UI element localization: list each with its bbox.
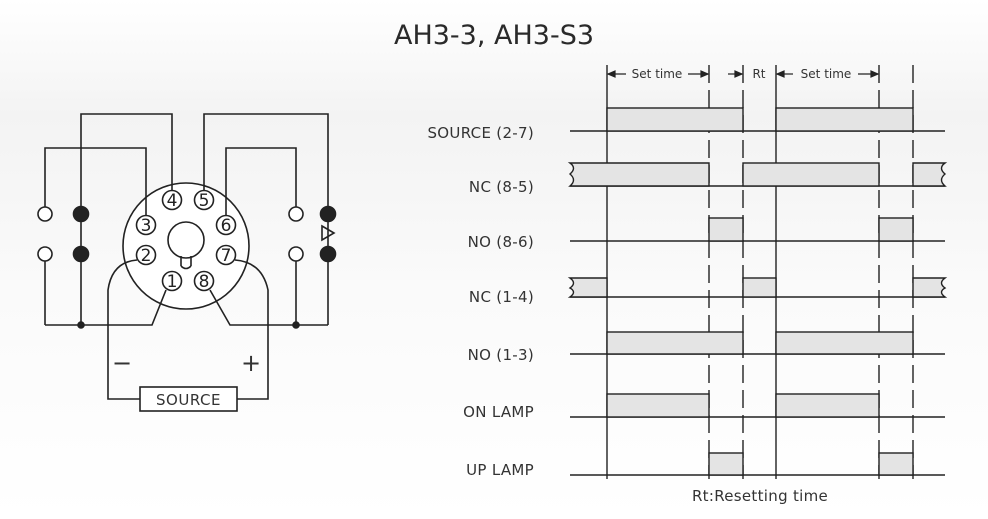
- wire-pin6: [225, 147, 297, 215]
- wire-pin3: [44, 147, 147, 215]
- junction-left: [77, 321, 85, 329]
- diagram-title: AH3-3, AH3-S3: [394, 20, 594, 51]
- pin-label-8: 8: [199, 272, 210, 292]
- terminal-left-inner-bottom: [72, 245, 90, 263]
- terminal-left-outer-bottom: [37, 246, 53, 262]
- socket-key-hole: [167, 221, 205, 259]
- pin-circle-7: [215, 244, 237, 266]
- pin-circle-3: [135, 214, 157, 236]
- pin-circle-5: [193, 189, 215, 211]
- source-label: SOURCE: [156, 391, 221, 409]
- arrowhead-set1-left: [606, 70, 616, 78]
- pin-circle-6: [215, 214, 237, 236]
- pin-circle-1: [161, 270, 183, 292]
- set-time-label-1: Set time: [632, 67, 683, 81]
- junction-right: [292, 321, 300, 329]
- row-label-nc-1-4: NC (1-4): [469, 288, 534, 306]
- footnote-resetting-time: Rt:Resetting time: [692, 487, 828, 505]
- socket-key-slot-bottom: [180, 265, 192, 270]
- row-label-up-lamp: UP LAMP: [466, 461, 534, 479]
- dimension-arrows: [606, 70, 880, 78]
- pin-label-2: 2: [141, 246, 152, 266]
- bar-source-2: [775, 107, 914, 132]
- pin-labels: 1 2 3 4 5 6 7 8: [141, 191, 232, 292]
- pin-circle-4: [161, 189, 183, 211]
- row-label-no-1-3: NO (1-3): [468, 346, 534, 364]
- bar-nc-1-4-3: [912, 277, 948, 298]
- arrowhead-set1-right: [700, 70, 710, 78]
- terminal-left-inner-top: [72, 205, 90, 223]
- terminal-right-outer-bottom: [288, 246, 304, 262]
- bar-nc-8-5-2: [742, 162, 880, 187]
- bar-on-lamp-1: [606, 393, 710, 418]
- bar-on-lamp-2: [775, 393, 880, 418]
- terminal-right-inner-top: [319, 205, 337, 223]
- row-label-nc-8-5: NC (8-5): [469, 178, 534, 196]
- bar-up-lamp-1: [708, 452, 744, 476]
- pin-label-7: 7: [221, 246, 232, 266]
- rt-label: Rt: [752, 67, 765, 81]
- bar-nc-1-4-1: [567, 277, 608, 298]
- terminal-right-inner-bottom: [319, 245, 337, 263]
- source-plus-sign: +: [241, 349, 261, 377]
- bar-source-1: [606, 107, 744, 132]
- pin-label-6: 6: [221, 216, 232, 236]
- row-label-on-lamp: ON LAMP: [463, 403, 534, 421]
- timing-bars: [567, 107, 948, 476]
- source-box: [139, 386, 238, 412]
- bar-no-1-3-1: [606, 331, 744, 355]
- set-time-label-2: Set time: [801, 67, 852, 81]
- source-minus-sign: −: [112, 349, 132, 377]
- terminal-right-outer-top: [288, 206, 304, 222]
- row-label-no-8-6: NO (8-6): [468, 233, 534, 251]
- bar-no-1-3-2: [775, 331, 914, 355]
- pin-circle-2: [135, 244, 157, 266]
- timing-row-labels: SOURCE (2-7) NC (8-5) NO (8-6) NC (1-4) …: [427, 124, 534, 479]
- arrowhead-set2-left: [775, 70, 785, 78]
- pin-label-4: 4: [167, 191, 178, 211]
- pin-label-1: 1: [167, 272, 178, 292]
- wire-pin4: [80, 113, 173, 208]
- pin-label-3: 3: [141, 216, 152, 236]
- row-label-source: SOURCE (2-7): [427, 124, 534, 142]
- bar-nc-8-5-1: [567, 162, 710, 187]
- bar-no-8-6-1: [708, 217, 744, 242]
- pin-circle-8: [193, 270, 215, 292]
- bar-nc-1-4-2: [742, 277, 777, 298]
- wire-pin8-common: [209, 289, 328, 326]
- wire-pin2-source: [107, 259, 140, 400]
- bar-no-8-6-2: [878, 217, 914, 242]
- wire-pin5: [203, 113, 329, 208]
- wire-pin7-source: [234, 259, 269, 400]
- pin-label-5: 5: [199, 191, 210, 211]
- arrowhead-set2-right: [870, 70, 880, 78]
- bar-nc-8-5-3: [912, 162, 948, 187]
- socket-wiring: [37, 113, 337, 412]
- bar-up-lamp-2: [878, 452, 914, 476]
- terminal-left-outer-top: [37, 206, 53, 222]
- arrowhead-rt-left: [734, 70, 744, 78]
